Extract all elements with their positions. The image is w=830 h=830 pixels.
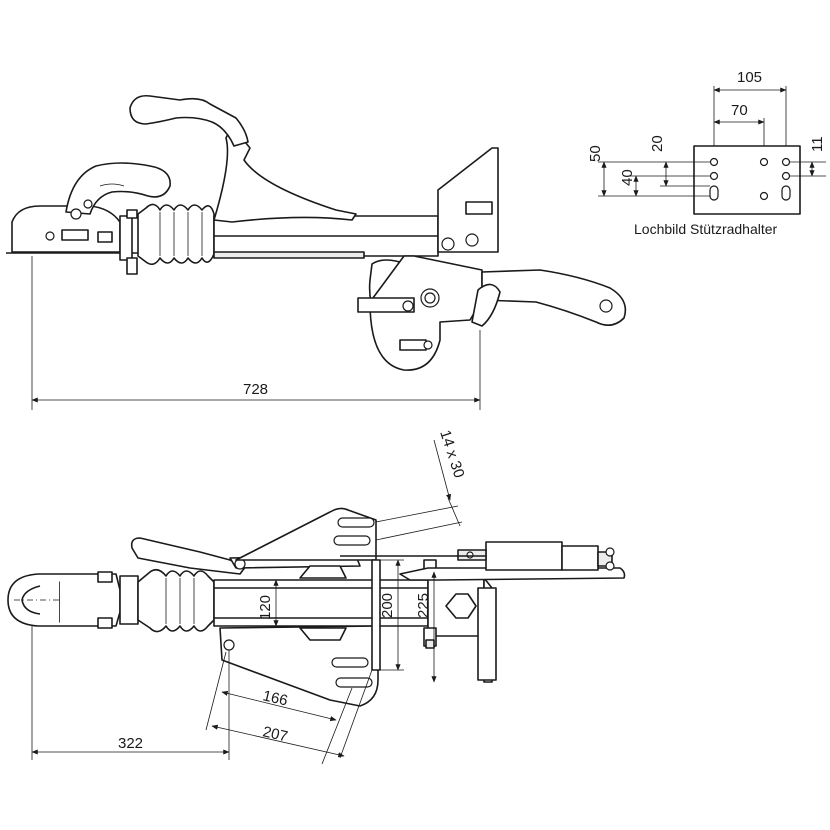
hand-brake-lever — [129, 94, 357, 223]
upper-slot-plate — [235, 507, 377, 561]
dim-tube-height: 120 — [257, 595, 274, 620]
mount-bracket — [437, 147, 499, 253]
shock-absorber-top — [340, 541, 626, 581]
dim-hole-spacing-a: 166 — [261, 687, 289, 709]
dim-overall-length: 728 — [243, 381, 268, 398]
hole-pattern-caption: Lochbild Stützradhalter — [634, 221, 778, 237]
dim-hole-spacing-b: 207 — [261, 723, 289, 745]
dim-height-mid: 40 — [619, 169, 636, 186]
bellows — [137, 203, 215, 266]
coupling-head-top — [7, 571, 139, 629]
dim-slot-size: 14 x 30 — [436, 428, 467, 480]
side-view: 728 — [6, 94, 627, 410]
top-view: 14 x 30 120 200 225 166 207 322 — [7, 428, 626, 765]
dim-bracket-height: 225 — [415, 593, 432, 618]
dim-front-length: 322 — [118, 735, 143, 752]
lower-slot-plate — [219, 625, 379, 707]
dim-width-inner: 70 — [731, 102, 748, 119]
bellows-top — [137, 568, 215, 633]
hole-pattern-detail: 105 70 50 40 20 11 Lochbild Stützradhalt… — [587, 69, 826, 237]
mount-plate — [693, 145, 801, 215]
overrun-housing — [357, 255, 483, 371]
dim-offset-top: 20 — [649, 135, 666, 152]
coupling-head — [11, 162, 171, 253]
shock-arm — [471, 269, 627, 327]
dim-right-offset: 11 — [809, 136, 826, 152]
dim-height-total: 50 — [587, 145, 604, 162]
dim-plate-height: 200 — [379, 593, 396, 618]
dim-width-outer: 105 — [737, 69, 762, 86]
